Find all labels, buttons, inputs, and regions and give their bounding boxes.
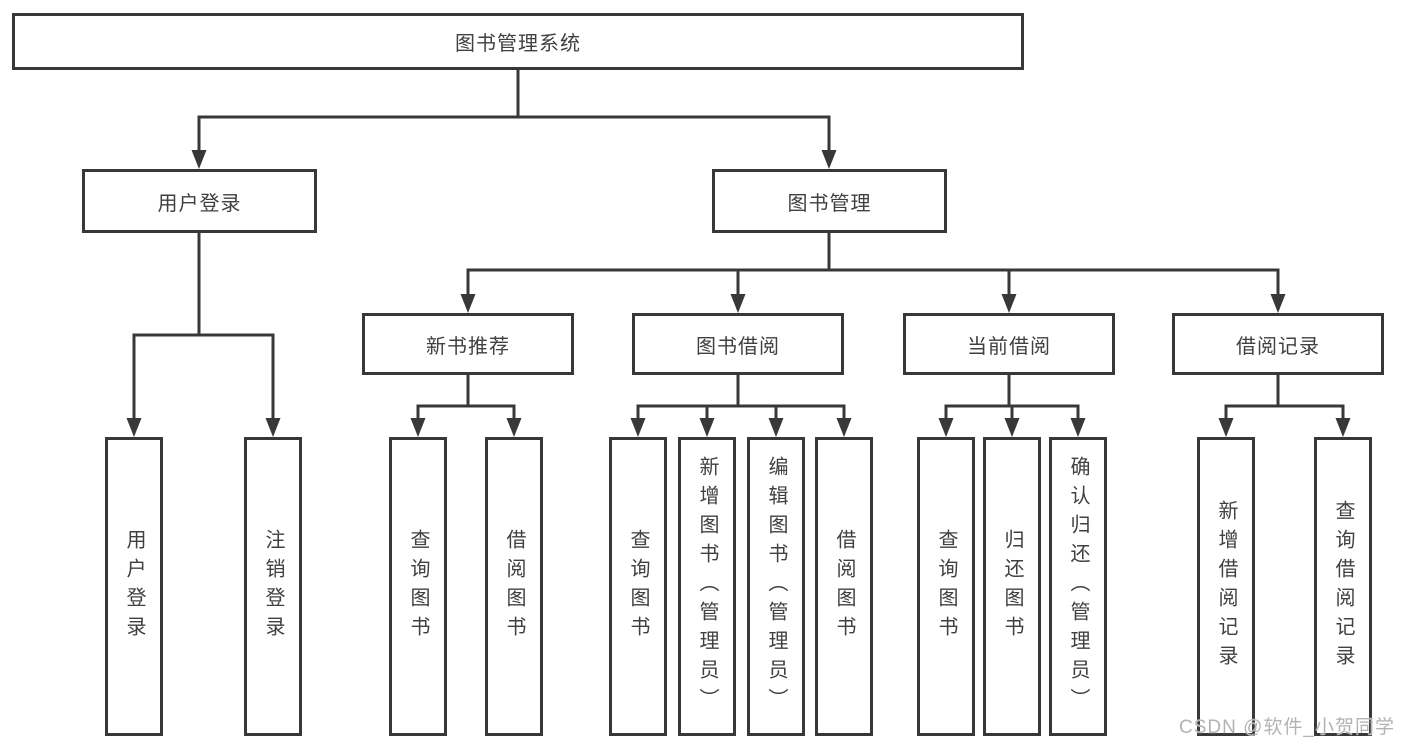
leaf-confirm-return-admin: 确认归还（管理员） bbox=[1049, 437, 1107, 736]
leaf-query-borrow-record: 查询借阅记录 bbox=[1314, 437, 1372, 736]
node-new-book-recommend: 新书推荐 bbox=[362, 313, 574, 375]
leaf-query-books-current: 查询图书 bbox=[917, 437, 975, 736]
leaf-user-login: 用户登录 bbox=[105, 437, 163, 736]
node-borrowing-records: 借阅记录 bbox=[1172, 313, 1384, 375]
node-book-management: 图书管理 bbox=[712, 169, 947, 233]
node-user-login: 用户登录 bbox=[82, 169, 317, 233]
leaf-add-book-admin: 新增图书（管理员） bbox=[678, 437, 736, 736]
leaf-logout: 注销登录 bbox=[244, 437, 302, 736]
node-root: 图书管理系统 bbox=[12, 13, 1024, 70]
leaf-return-books: 归还图书 bbox=[983, 437, 1041, 736]
leaf-edit-book-admin: 编辑图书（管理员） bbox=[747, 437, 805, 736]
watermark: CSDN @软件_小贺同学 bbox=[1179, 717, 1395, 738]
leaf-add-borrow-record: 新增借阅记录 bbox=[1197, 437, 1255, 736]
leaf-query-books-recommend: 查询图书 bbox=[389, 437, 447, 736]
node-book-borrowing: 图书借阅 bbox=[632, 313, 844, 375]
leaf-query-books-borrowing: 查询图书 bbox=[609, 437, 667, 736]
leaf-borrow-books-recommend: 借阅图书 bbox=[485, 437, 543, 736]
node-current-borrowing: 当前借阅 bbox=[903, 313, 1115, 375]
leaf-borrow-books-borrowing: 借阅图书 bbox=[815, 437, 873, 736]
